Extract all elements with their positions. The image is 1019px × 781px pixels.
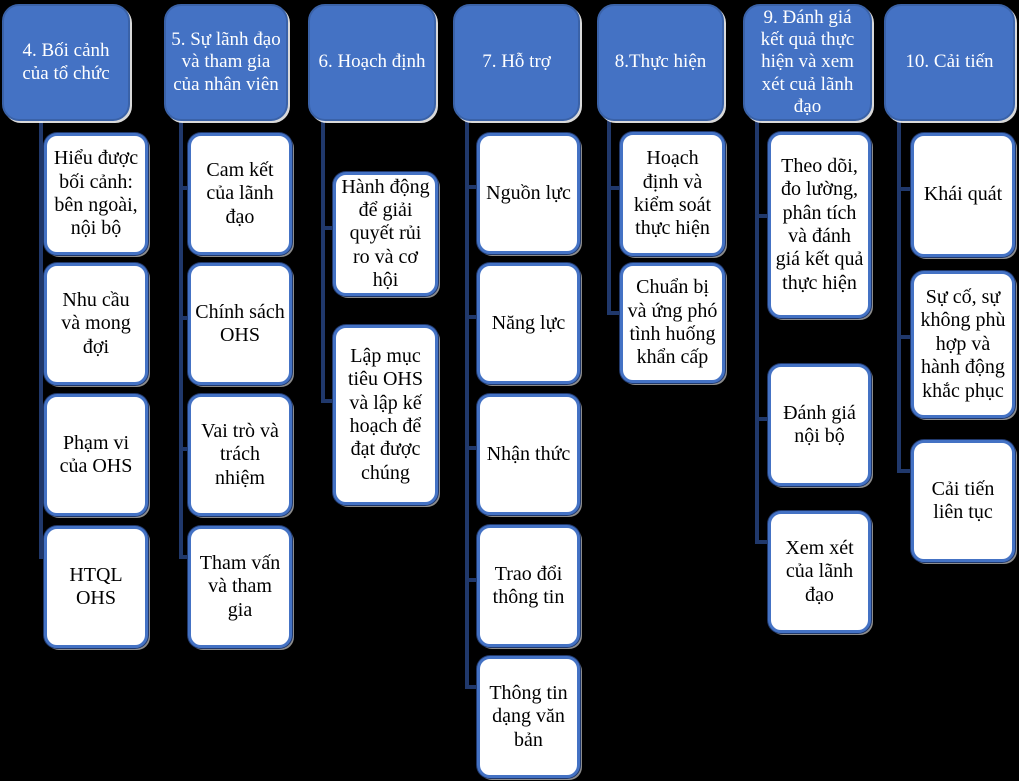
connector-stub xyxy=(465,446,481,450)
connector-stub xyxy=(897,469,915,473)
clause-header: 5. Sự lãnh đạo và tham gia của nhân viên xyxy=(164,4,288,121)
connector-stub xyxy=(179,186,192,190)
connector-stub xyxy=(755,214,772,218)
clause-child: Năng lực xyxy=(477,263,580,384)
connector-stub xyxy=(465,685,481,689)
clause-child: Vai trò và trách nhiệm xyxy=(188,394,292,516)
clause-child: Hoạch định và kiểm soát thực hiện xyxy=(620,132,725,256)
connector-stub xyxy=(179,447,192,451)
connector-vline xyxy=(755,119,759,544)
connector-stub xyxy=(321,399,337,403)
clause-child: Nhu cầu và mong đợi xyxy=(44,263,148,385)
clause-child: Sự cố, sự không phù hợp và hành động khắ… xyxy=(911,271,1015,418)
connector-stub xyxy=(39,555,48,559)
clause-child: Hiểu được bối cảnh: bên ngoài, nội bộ xyxy=(44,133,148,255)
connector-vline xyxy=(179,119,183,559)
clause-child: Nguồn lực xyxy=(477,133,580,254)
clause-child: Cải tiến liên tục xyxy=(911,440,1015,562)
connector-stub xyxy=(39,186,48,190)
connector-stub xyxy=(321,226,337,230)
clause-child: Thông tin dạng văn bản xyxy=(477,656,580,778)
clause-header: 7. Hỗ trợ xyxy=(453,4,580,121)
clause-child: Nhận thức xyxy=(477,394,580,515)
connector-stub xyxy=(607,186,624,190)
connector-vline xyxy=(897,119,901,473)
connector-vline xyxy=(607,119,611,315)
clause-child: Hành động để giải quyết rủi ro và cơ hội xyxy=(333,172,438,296)
clause-child: Chuẩn bị và ứng phó tình huống khẩn cấp xyxy=(620,263,725,383)
connector-stub xyxy=(607,311,624,315)
connector-vline xyxy=(465,119,469,689)
connector-stub xyxy=(755,540,772,544)
connector-stub xyxy=(897,335,915,339)
clause-child: Trao đổi thông tin xyxy=(477,525,580,647)
connector-stub xyxy=(179,316,192,320)
clause-child: Phạm vi của OHS xyxy=(44,394,148,516)
clause-child: HTQL OHS xyxy=(44,526,148,648)
connector-vline xyxy=(321,119,325,403)
clause-child: Chính sách OHS xyxy=(188,263,292,385)
connector-stub xyxy=(465,315,481,319)
connector-stub xyxy=(465,185,481,189)
clause-header: 8.Thực hiện xyxy=(597,4,724,121)
clause-child: Khái quát xyxy=(911,133,1015,257)
connector-stub xyxy=(39,316,48,320)
connector-stub xyxy=(897,187,915,191)
clause-header: 6. Hoạch định xyxy=(308,4,436,121)
clause-child: Tham vấn và tham gia xyxy=(188,526,292,648)
clause-child: Lập mục tiêu OHS và lập kế hoạch để đạt … xyxy=(333,325,438,505)
connector-stub xyxy=(755,417,772,421)
clause-child: Cam kết của lãnh đạo xyxy=(188,133,292,255)
clause-header: 10. Cải tiến xyxy=(884,4,1015,121)
clause-header: 4. Bối cảnh của tổ chức xyxy=(2,4,130,121)
connector-stub xyxy=(465,578,481,582)
connector-vline xyxy=(39,119,43,559)
clause-header: 9. Đánh giá kết quả thực hiện và xem xét… xyxy=(743,4,872,121)
clause-child: Xem xét của lãnh đạo xyxy=(768,511,871,633)
clause-child: Theo dõi, đo lường, phân tích và đánh gi… xyxy=(768,132,871,318)
connector-stub xyxy=(39,447,48,451)
connector-stub xyxy=(179,555,192,559)
clause-child: Đánh giá nội bộ xyxy=(768,364,871,486)
